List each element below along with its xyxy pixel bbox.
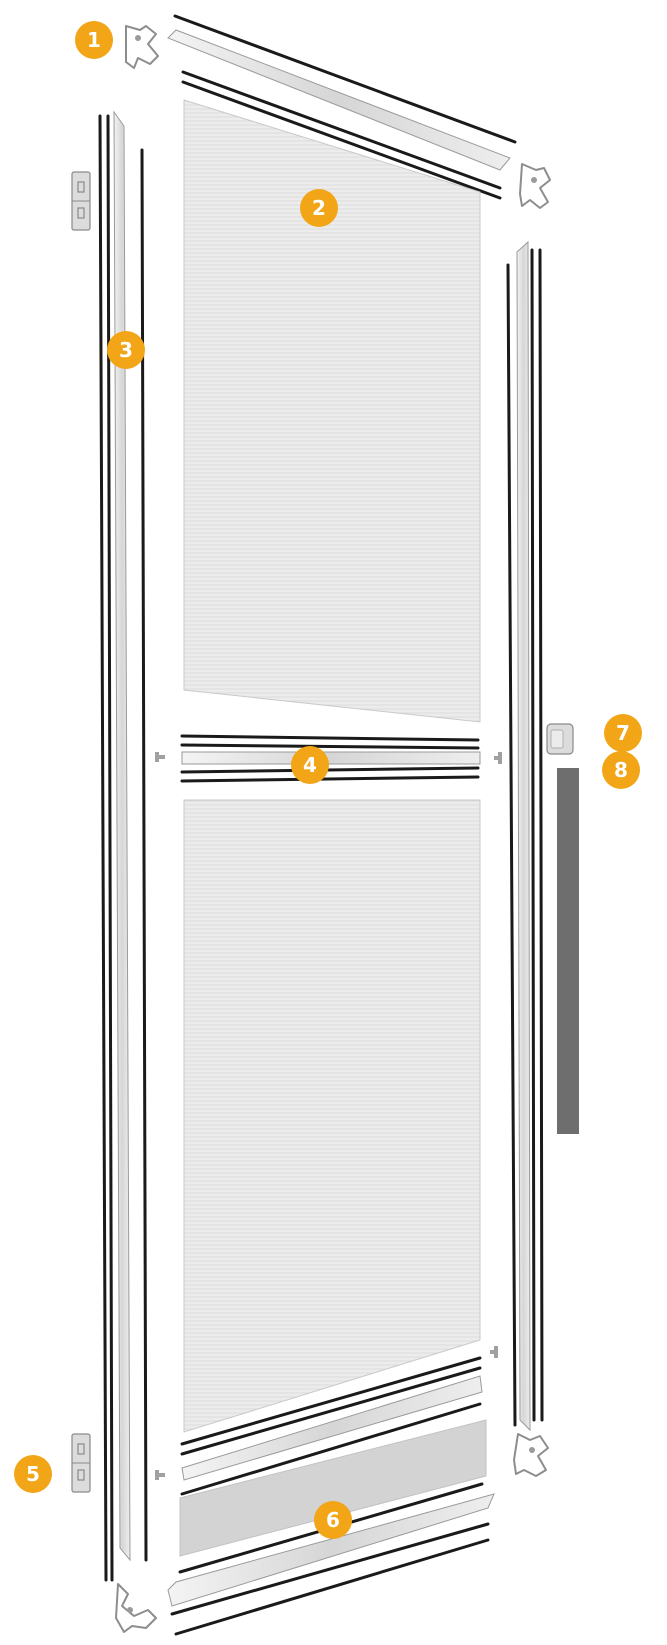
crossbar-rod-lower-2 (182, 777, 478, 781)
corner-connector-bottom-right (514, 1434, 548, 1476)
right-rod-outer-1 (532, 250, 534, 1420)
kick-screw-left (155, 1470, 165, 1480)
badge-number: 2 (312, 196, 326, 220)
crossbar-profile (182, 752, 480, 764)
crossbar-screw-left (155, 752, 165, 762)
corner-connector-top-left (126, 26, 158, 68)
badge-number: 5 (26, 1462, 40, 1486)
badge-number: 6 (326, 1508, 340, 1532)
badge-hinges: 5 (14, 1455, 52, 1493)
lower-mesh-panel (184, 800, 480, 1432)
hinge-top (72, 172, 90, 230)
corner-connector-top-right (520, 164, 550, 208)
magnetic-strip-part (557, 768, 579, 1134)
badge-magnetic-strip: 8 (602, 751, 640, 789)
badge-corner-connectors: 1 (75, 21, 113, 59)
door-handle-part (547, 724, 573, 754)
left-rod-inner (142, 150, 146, 1560)
badge-number: 8 (614, 758, 628, 782)
crossbar-rod-lower-1 (182, 768, 478, 772)
crossbar-rod-upper-2 (182, 745, 478, 748)
badge-mesh-panels: 2 (300, 189, 338, 227)
crossbar-screw-right (494, 752, 502, 764)
hinge-bottom (72, 1434, 90, 1492)
badge-kick-plate: 6 (314, 1501, 352, 1539)
corner-connector-bottom-left (116, 1584, 156, 1632)
right-rod-inner (508, 265, 515, 1425)
badge-center-crossbar: 4 (291, 746, 329, 784)
left-rod-outer-2 (108, 116, 112, 1580)
right-frame-assembly (508, 242, 542, 1430)
crossbar-assembly (155, 736, 502, 781)
crossbar-rod-upper-1 (182, 736, 478, 740)
right-profile (517, 242, 530, 1430)
badge-frame-profiles: 3 (107, 331, 145, 369)
badge-door-handle: 7 (604, 714, 642, 752)
badge-number: 1 (87, 28, 101, 52)
left-profile (114, 112, 130, 1560)
kick-screw-right (490, 1346, 498, 1358)
right-rod-outer-2 (540, 250, 542, 1420)
badge-number: 7 (616, 721, 630, 745)
badge-number: 3 (119, 338, 133, 362)
badge-number: 4 (303, 753, 317, 777)
left-rod-outer-1 (100, 116, 106, 1580)
upper-mesh-panel (184, 100, 480, 722)
